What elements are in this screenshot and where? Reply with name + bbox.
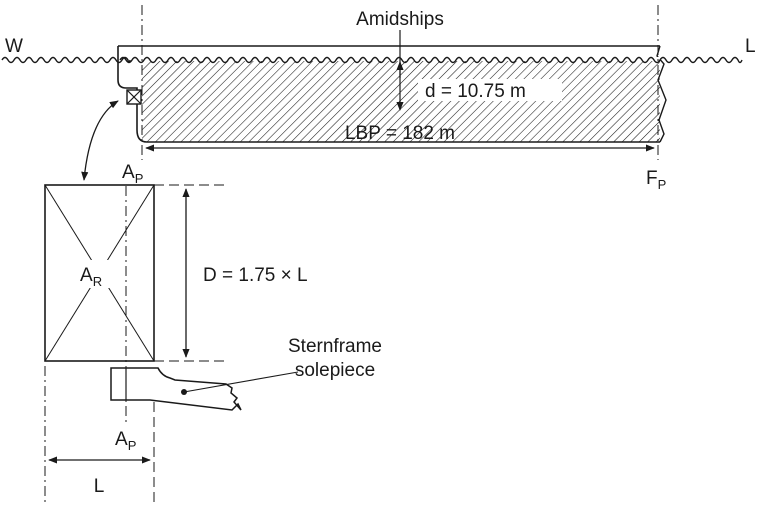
- forward-perpendicular-label: FP: [646, 168, 666, 192]
- draught-label: d = 10.75 m: [425, 81, 526, 102]
- waterline: [1, 56, 743, 64]
- amidships-label: Amidships: [356, 9, 444, 30]
- aft-perpendicular-lower-label: AP: [115, 429, 136, 453]
- rudder-label-bg: [73, 260, 117, 288]
- draught-label-bg: [418, 79, 562, 101]
- aft-perpendicular-upper-label: AP: [122, 162, 143, 186]
- hull-outline: [117, 46, 660, 143]
- sternframe-leader: [183, 371, 299, 393]
- rudder-symbol: [126, 89, 142, 105]
- rudder-width-label: L: [94, 476, 105, 497]
- rudder-area-label: AR: [80, 265, 102, 289]
- lbp-label: LBP = 182 m: [345, 123, 455, 144]
- sternframe-solepiece: [110, 367, 242, 411]
- sternframe-leader-dot: [181, 389, 187, 395]
- waterline-right-label: L: [745, 36, 756, 57]
- sternframe-label-line1: Sternframe: [288, 336, 382, 357]
- detail-link-arrow: [81, 100, 119, 181]
- rudder-depth-label: D = 1.75 × L: [203, 265, 308, 286]
- sternframe-label-line2: solepiece: [295, 360, 375, 381]
- waterline-left-label: W: [5, 36, 23, 57]
- rudder-detail: AR: [44, 184, 155, 362]
